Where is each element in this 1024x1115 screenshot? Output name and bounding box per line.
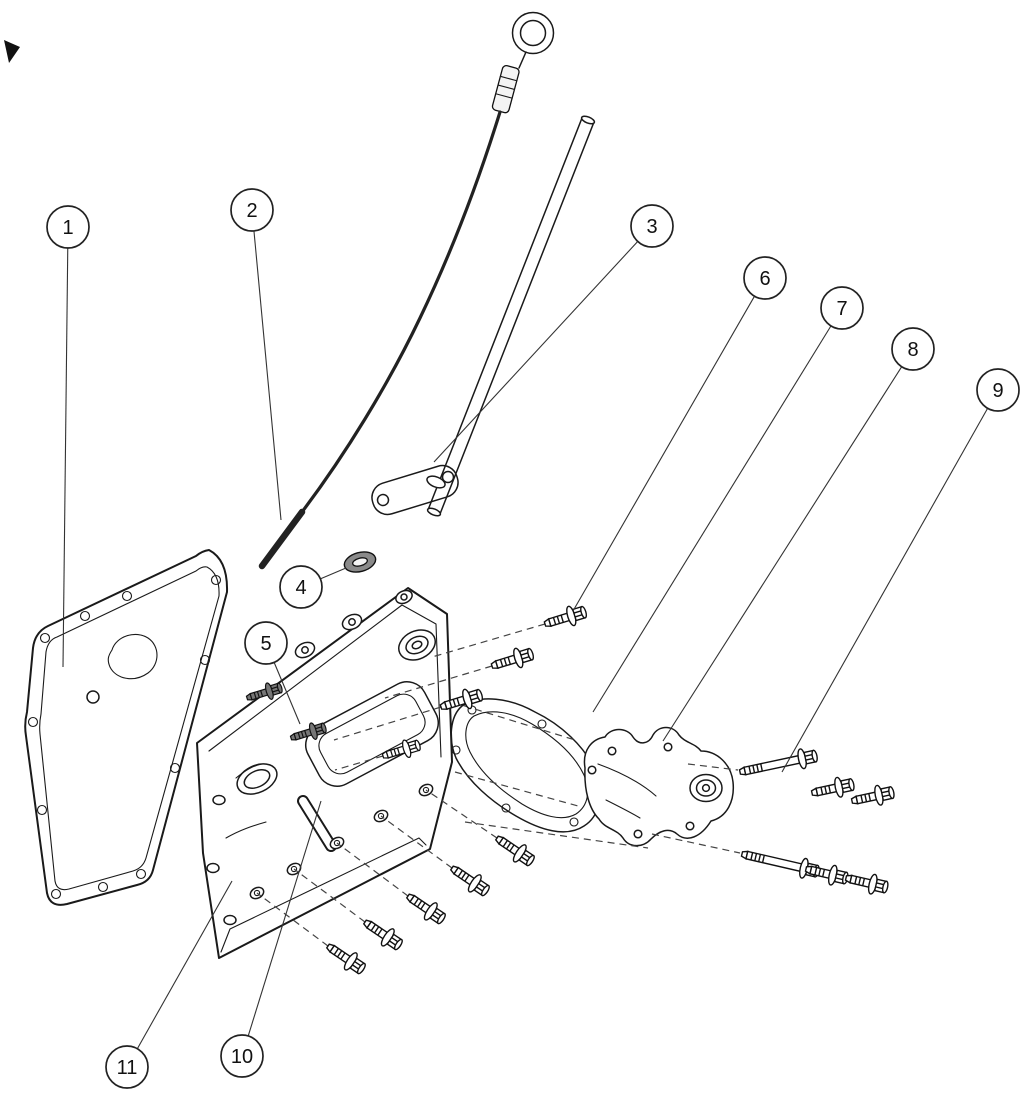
callout-leader-line [662, 366, 903, 742]
callout-leader-line [572, 295, 755, 612]
callout-number: 7 [836, 298, 847, 320]
flange-bolt [321, 937, 370, 979]
flange-bolt [401, 887, 450, 929]
callout-leader-line [433, 241, 639, 463]
cover-boss [689, 773, 723, 803]
dipstick-tube [371, 115, 596, 517]
flange-bolt [849, 781, 897, 812]
housing-side-bosses [206, 794, 237, 926]
callout-balloon [630, 204, 674, 248]
callout-10-plate-slot: 10 [220, 800, 322, 1078]
callout-balloon [105, 1045, 149, 1089]
callout-leader-line [62, 247, 69, 668]
dipstick-blade [258, 508, 306, 570]
callout-leader-line [247, 800, 322, 1037]
callout-balloon [46, 205, 90, 249]
callout-number: 5 [260, 633, 271, 655]
dipstick-plug [491, 64, 520, 114]
flange-bolt [843, 867, 891, 899]
callout-balloon [230, 188, 274, 232]
callout-balloon [743, 256, 787, 300]
callout-number: 11 [117, 1057, 138, 1079]
callout-leader-line [273, 662, 301, 725]
callout-3-dipstick-tube: 3 [433, 204, 674, 463]
flange-bolt [445, 859, 494, 901]
callout-number: 4 [295, 577, 306, 599]
small-gasket [450, 698, 601, 833]
callout-number: 3 [646, 216, 657, 238]
tube-bracket [371, 464, 459, 516]
callout-11-housing: 11 [105, 880, 233, 1089]
callout-5-bolt: 5 [244, 621, 301, 725]
callout-1-large-gasket: 1 [46, 205, 90, 668]
housing-oval-opening [236, 763, 278, 795]
callout-number: 9 [992, 380, 1003, 402]
long-bolt [739, 843, 822, 883]
bracket-hole [376, 493, 390, 507]
housing-slot [297, 795, 337, 852]
flange-bolt [541, 601, 590, 635]
callout-layer: 1 2 3 4 5 6 7 8 9 10 11 [46, 188, 1020, 1089]
callout-balloon [976, 368, 1020, 412]
callout-number: 1 [62, 217, 73, 239]
callout-4-seal: 4 [279, 565, 347, 609]
callout-6-flange-bolt: 6 [572, 256, 787, 612]
dipstick-cable [300, 110, 502, 514]
callout-balloon [220, 1034, 264, 1078]
callout-leader-line [781, 408, 989, 773]
callout-balloon [244, 621, 288, 665]
callout-leader-line [136, 880, 233, 1049]
dipstick [258, 11, 555, 570]
callout-balloon [820, 286, 864, 330]
flange-bolt [358, 913, 407, 955]
flange-bolt [809, 773, 857, 804]
callout-7-small-gasket: 7 [592, 286, 864, 713]
cooler-cover [583, 726, 735, 847]
gasket-cutout [107, 633, 158, 680]
callout-leader-line [253, 230, 282, 521]
large-gasket [24, 549, 229, 906]
callout-balloon [279, 565, 323, 609]
cover-bolt-holes [587, 742, 695, 839]
long-bolt [737, 745, 820, 783]
tube-open-end [580, 115, 596, 125]
bracket-hole [441, 470, 455, 484]
callout-number: 10 [231, 1046, 253, 1068]
callout-leader-line [320, 567, 347, 580]
seal-grommet [343, 551, 377, 573]
callout-number: 8 [907, 339, 918, 361]
callout-balloon [891, 327, 935, 371]
assembly-dashed-lines [256, 623, 741, 947]
housing-top-bore [398, 629, 436, 661]
callout-9-long-bolt: 9 [781, 368, 1020, 773]
print-artifact [4, 40, 20, 63]
flange-bolt [490, 829, 539, 871]
callout-8-cover: 8 [662, 327, 935, 742]
flange-bolt [488, 643, 537, 677]
gasket-bolt-holes [27, 574, 222, 900]
gasket-hole [86, 690, 100, 704]
callout-leader-line [592, 325, 832, 713]
oil-cooler-housing [196, 587, 453, 959]
tube-collar [426, 475, 446, 489]
callout-number: 6 [759, 268, 770, 290]
callout-2-dipstick: 2 [230, 188, 282, 521]
callout-number: 2 [246, 200, 257, 222]
